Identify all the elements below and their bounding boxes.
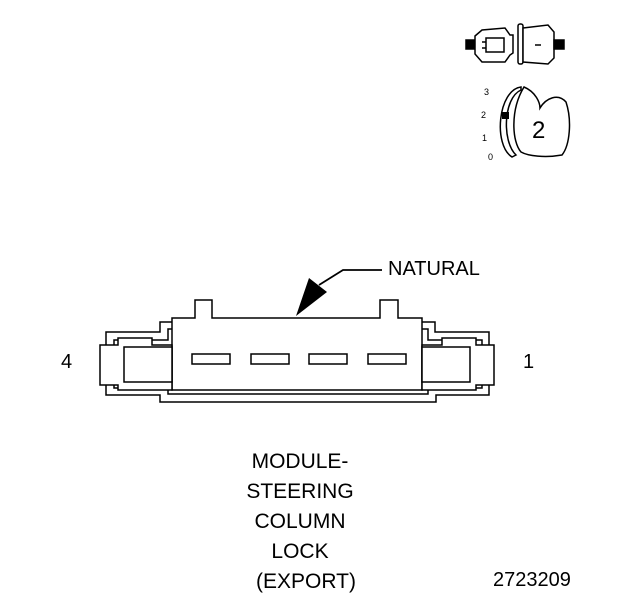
ignition-key-icon [499,86,571,158]
title-line-3: COLUMN [254,510,346,533]
title-line-2: STEERING [246,480,354,503]
pin-cavity-1 [367,353,407,365]
pin-label-left: 4 [61,351,73,373]
key-position-0: 0 [488,152,494,162]
title-line-5: (EXPORT) [256,570,356,593]
diagram-title: MODULE- STEERING COLUMN LOCK (EXPORT) [200,447,400,597]
connector-side-icon [465,23,565,65]
natural-leader-arrow [296,269,382,316]
title-line-1: MODULE- [251,450,349,473]
key-position-2: 2 [481,110,487,120]
connector-color-label: NATURAL [388,258,480,280]
pin-label-right: 1 [523,351,535,373]
connector-body [99,299,495,403]
key-position-1: 1 [482,133,488,143]
key-position-3: 3 [484,87,490,97]
key-selected-number: 2 [532,117,546,144]
pin-cavity-3 [250,353,290,365]
figure-number: 2723209 [493,569,571,591]
pin-cavity-4 [191,353,231,365]
title-line-4: LOCK [271,540,329,563]
pin-cavity-2 [308,353,348,365]
